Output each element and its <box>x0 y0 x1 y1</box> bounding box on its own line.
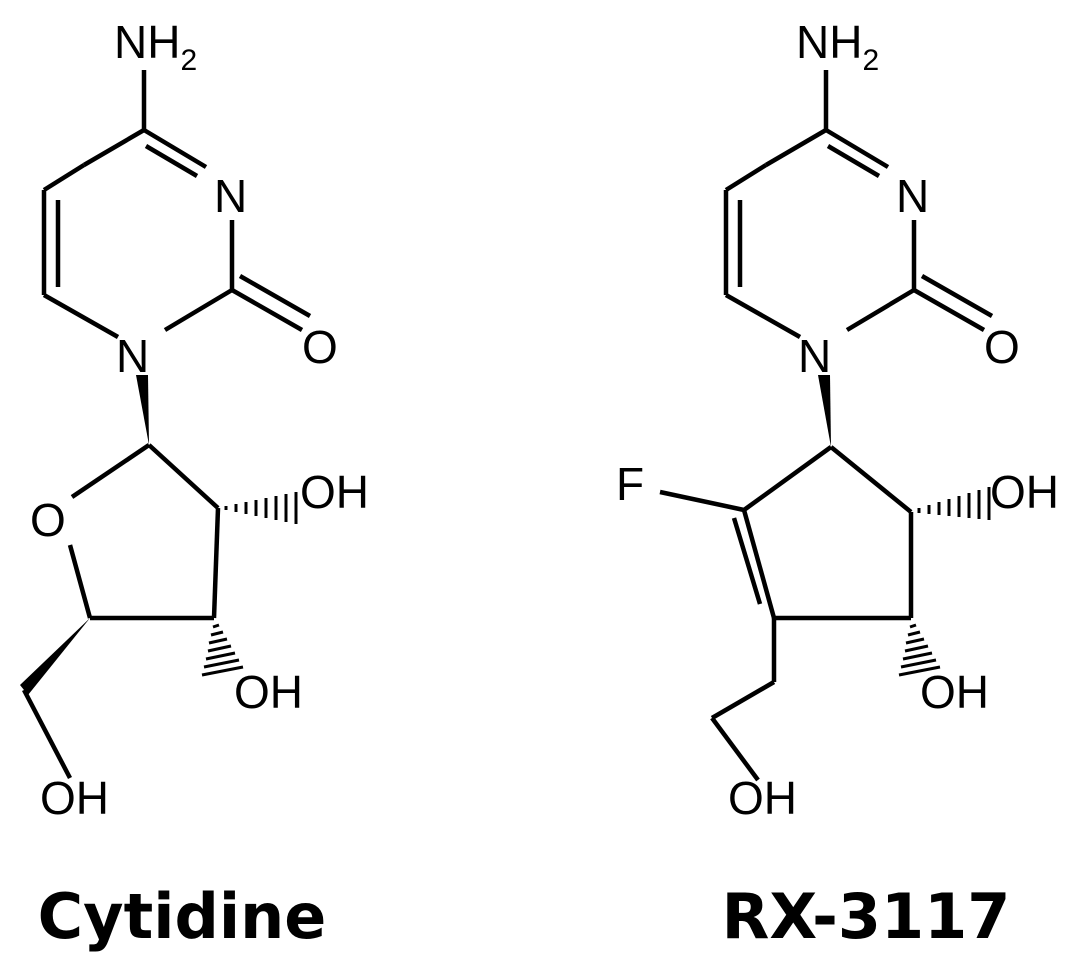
cytidine-ring-o-label: O <box>30 494 66 546</box>
cytidine-amine-label: NH2 <box>114 16 197 77</box>
rx3117-structure: NH2 N N O F OH OH OH RX-3117 <box>616 16 1059 953</box>
cytidine-n3-label: N <box>214 170 247 222</box>
rx-n1-label: N <box>798 330 831 382</box>
cytidine-2-oh-label: OH <box>300 466 369 518</box>
cytidine-structure: NH2 N N O O OH OH OH Cytidine <box>20 16 369 953</box>
rx-c2-hashed-bond <box>917 487 991 520</box>
rx-3-oh-label: OH <box>920 666 989 718</box>
rx-5-oh-label: OH <box>728 772 797 824</box>
rx-2-oh-label: OH <box>990 466 1059 518</box>
c3-hashed-bond <box>201 623 244 677</box>
cytidine-n1-label: N <box>116 330 149 382</box>
cytidine-carbonyl-o-label: O <box>302 321 338 373</box>
cytidine-name: Cytidine <box>38 880 327 953</box>
rx-fluorine-label: F <box>616 458 644 510</box>
rx3117-name: RX-3117 <box>722 880 1011 953</box>
rx-carbonyl-o-label: O <box>984 321 1020 373</box>
rx-c3-hashed-bond <box>898 623 941 677</box>
c2-hashed-bond <box>224 492 298 524</box>
cytidine-3-oh-label: OH <box>234 666 303 718</box>
cytidine-5-oh-label: OH <box>40 772 109 824</box>
rx-amine-label: NH2 <box>796 16 879 77</box>
rx-n3-label: N <box>896 170 929 222</box>
